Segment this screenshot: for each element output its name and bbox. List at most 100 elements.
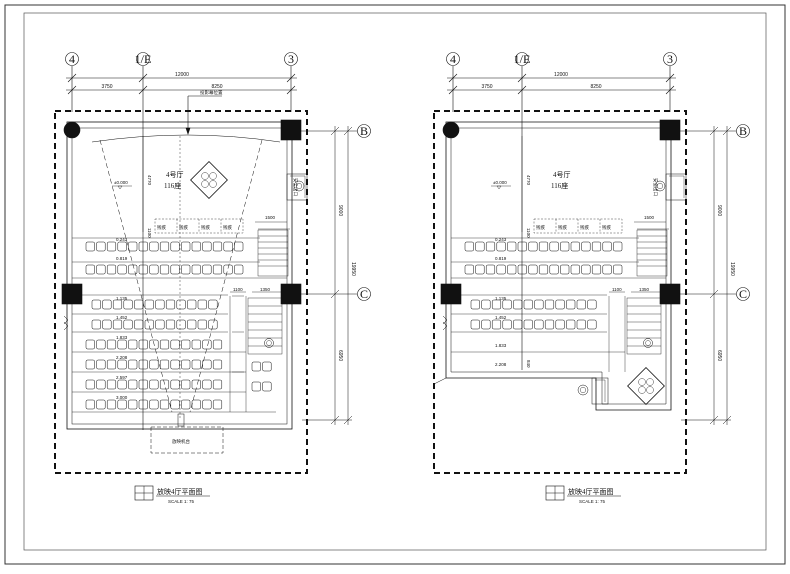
outer-border [4,4,786,565]
hall-name: 4号厅 [553,171,571,179]
projection-box [150,426,224,454]
seat [128,379,138,390]
seat [144,319,154,330]
seat [191,379,201,390]
axis-bubble-c [357,287,371,301]
seat [534,319,544,330]
seat [251,361,261,372]
seat [464,264,474,275]
seat [85,339,95,350]
axis-label-1e: 1/E [135,52,152,66]
seat [159,399,170,410]
seat [555,299,565,310]
seat [155,319,165,330]
seat [117,379,127,390]
dim-lower-right: 6950 [716,350,722,361]
column-square [280,283,302,305]
seat [159,359,170,370]
axis-bubble-1e [136,52,150,66]
seat [181,379,191,390]
seat [262,361,272,372]
row-platforms-right [451,237,666,353]
dim-lower-right: 6950 [337,350,343,361]
seat [181,399,191,410]
seat [106,379,117,390]
seat [149,399,159,410]
seat [481,299,491,310]
seat [134,319,144,330]
row-level: 1.452 [495,315,507,320]
seat [144,299,154,310]
column-square [61,283,83,305]
seat [566,319,576,330]
seat [117,399,127,410]
seat [128,241,138,252]
seat [528,264,538,275]
stage-label: 1500 [265,215,276,220]
seat [485,264,496,275]
seat [197,319,207,330]
elev-zero: ±0.000 [493,180,507,185]
dim-total-top: 12000 [554,72,568,78]
corridor-width-2: 1350 [639,287,650,292]
seat [475,264,485,275]
seat [587,319,597,330]
hall-name: 4号厅 [166,171,184,179]
seat [208,319,218,330]
elev-zero: ±0.000 [114,180,128,185]
seat [491,299,502,310]
seat [187,299,197,310]
seat [181,359,191,370]
boundary-dashed [433,110,687,474]
plan-right-text: 4 1/E 3 12000 3750 8250 4号厅 116座 ±0.000 … [450,52,747,504]
row-level: 2.597 [116,375,128,380]
column-square [659,119,681,141]
seat [138,241,148,252]
seat [191,264,201,275]
seat [128,399,138,410]
dim-seg2: 8250 [211,84,222,90]
seat [102,319,112,330]
seat [123,299,133,310]
seat [566,299,576,310]
seat [176,319,186,330]
seat [159,241,170,252]
seat [85,359,95,370]
axis-label-4: 4 [69,52,75,66]
row-level: 3.000 [116,395,128,400]
box-label: 残疾 [157,224,166,231]
side-dim: 1100 [526,228,531,238]
seat [123,319,133,330]
seat [591,264,602,275]
seat [170,359,180,370]
plan-left-text: 4 1/E 3 12000 3750 8250 投影幕位置 4号厅 116座 ±… [69,52,368,504]
seat [170,339,180,350]
plan-caption: 放映4厅平面图 [568,487,614,496]
seat [212,379,223,390]
box-label: 残疾 [602,224,611,231]
seat [202,339,212,350]
seat [155,299,165,310]
seat [149,379,159,390]
seat [96,399,106,410]
seat [170,379,180,390]
seat [191,359,201,370]
seat [560,241,570,252]
seat [106,264,117,275]
seat [181,264,191,275]
seat-count: 116座 [164,181,181,190]
seat [470,299,480,310]
seat [507,241,517,252]
seat [555,319,565,330]
seat [91,299,101,310]
axis-label-3: 3 [667,52,673,66]
seat [117,241,127,252]
seat [581,241,591,252]
axis-bubble-3 [663,52,677,66]
seat [234,264,244,275]
seat [176,299,186,310]
axis-label-3: 3 [288,52,294,66]
axis-bubble-b [736,124,750,138]
